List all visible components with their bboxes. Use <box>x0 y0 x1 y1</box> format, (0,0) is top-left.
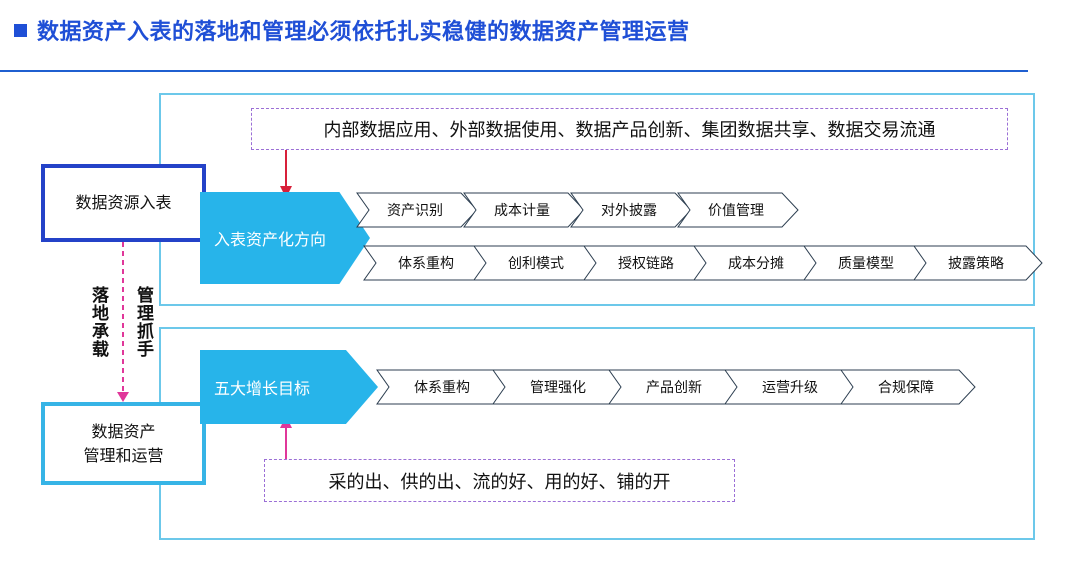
title-divider <box>0 70 1028 72</box>
direction-step-chevron-shape <box>356 192 478 228</box>
direction-detail-chevron: 成本分摊 <box>693 245 823 281</box>
direction-step-label: 价值管理 <box>708 203 764 219</box>
growth-step-label: 产品创新 <box>646 380 702 396</box>
growth-arrow: 五大增长目标 <box>200 350 378 424</box>
direction-detail-chevron-shape <box>913 245 1043 281</box>
growth-step-chevron: 产品创新 <box>608 369 744 405</box>
grip-label: 管理抓手 <box>133 286 153 358</box>
direction-detail-chevron: 授权链路 <box>583 245 713 281</box>
direction-step-label: 成本计量 <box>494 203 550 219</box>
direction-detail-label: 授权链路 <box>618 256 674 272</box>
growth-step-chevron: 运营升级 <box>724 369 860 405</box>
growth-step-chevron-shape <box>840 369 976 405</box>
management-box-line1: 数据资产 <box>91 421 156 441</box>
direction-detail-label: 披露策略 <box>948 256 1004 272</box>
direction-detail-label: 创利模式 <box>508 256 564 272</box>
growth-step-chevron: 合规保障 <box>840 369 976 405</box>
dashed-arrowhead-icon <box>117 392 129 402</box>
direction-detail-label: 质量模型 <box>838 256 894 272</box>
goal-box: 采的出、供的出、流的好、用的好、铺的开 <box>264 459 735 502</box>
growth-step-label: 体系重构 <box>414 380 470 396</box>
direction-step-chevron-shape <box>463 192 585 228</box>
direction-detail-chevron: 质量模型 <box>803 245 933 281</box>
direction-detail-chevron: 体系重构 <box>363 245 493 281</box>
management-box: 数据资产 管理和运营 <box>41 402 206 485</box>
direction-detail-chevron: 创利模式 <box>473 245 603 281</box>
direction-detail-chevron: 披露策略 <box>913 245 1043 281</box>
source-box-label: 数据资源入表 <box>75 193 172 212</box>
growth-step-chevron: 管理强化 <box>492 369 628 405</box>
scenario-box: 内部数据应用、外部数据使用、数据产品创新、集团数据共享、数据交易流通 <box>251 108 1008 150</box>
direction-arrow-label: 入表资产化方向 <box>214 230 327 249</box>
direction-detail-label: 成本分摊 <box>728 256 784 272</box>
direction-step-chevron-shape <box>570 192 692 228</box>
title-bullet-square-icon <box>14 23 27 37</box>
direction-step-label: 资产识别 <box>387 203 443 219</box>
page-title: 数据资产入表的落地和管理必须依托扎实稳健的数据资产管理运营 <box>14 10 690 50</box>
growth-step-chevron: 体系重构 <box>376 369 512 405</box>
direction-arrow: 入表资产化方向 <box>200 192 370 284</box>
direction-step-chevron: 对外披露 <box>570 192 692 228</box>
management-box-line2: 管理和运营 <box>83 445 164 465</box>
direction-step-chevron: 价值管理 <box>677 192 799 228</box>
page-title-text: 数据资产入表的落地和管理必须依托扎实稳健的数据资产管理运营 <box>37 20 690 45</box>
growth-step-label: 管理强化 <box>530 380 586 396</box>
direction-detail-label: 体系重构 <box>398 256 454 272</box>
growth-arrow-label: 五大增长目标 <box>214 379 311 398</box>
direction-step-label: 对外披露 <box>601 203 657 219</box>
direction-step-chevron-shape <box>677 192 799 228</box>
growth-step-label: 运营升级 <box>762 380 818 396</box>
direction-step-chevron: 成本计量 <box>463 192 585 228</box>
source-box: 数据资源入表 <box>41 164 206 242</box>
direction-step-chevron: 资产识别 <box>356 192 478 228</box>
landing-label: 落地承载 <box>88 286 108 358</box>
growth-step-label: 合规保障 <box>878 380 934 396</box>
